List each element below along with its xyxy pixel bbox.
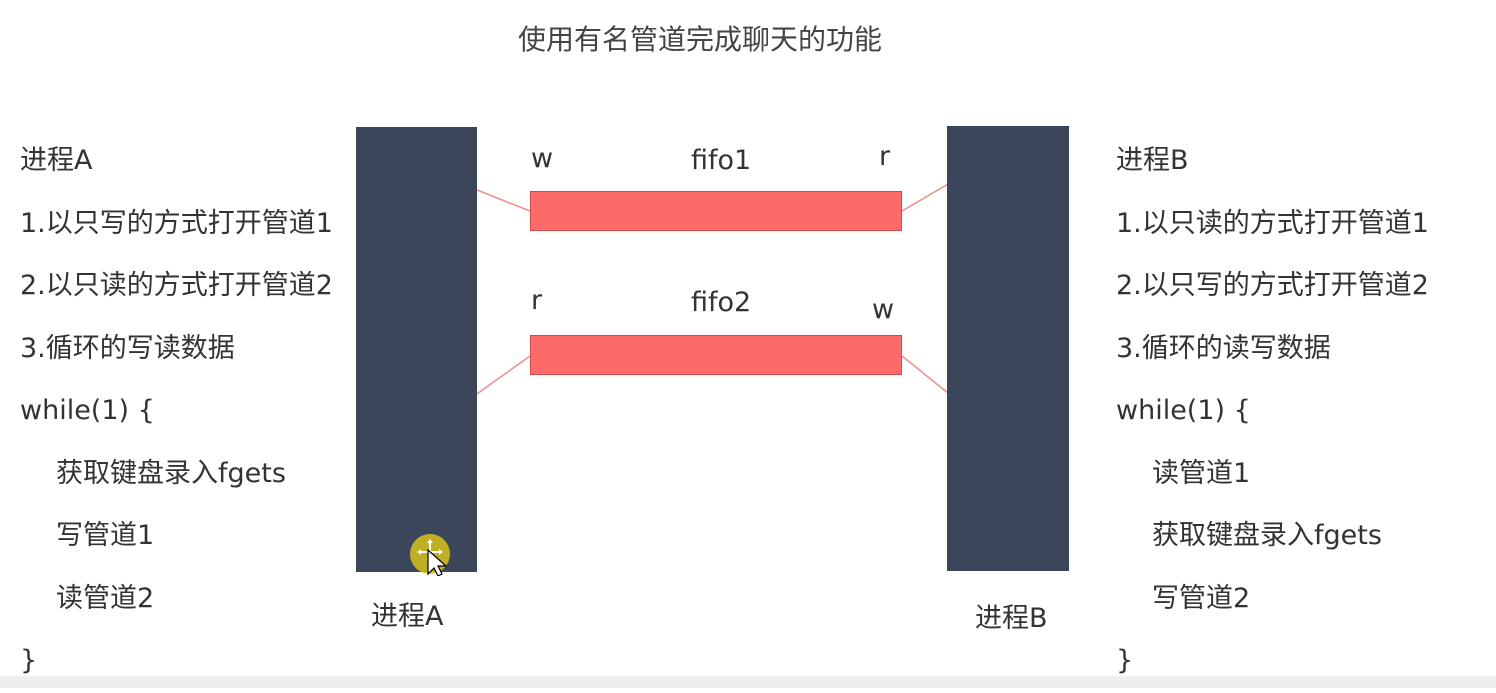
process-b-loop-step-1: 读管道1 <box>1152 457 1251 489</box>
process-b-step-3: 3.循环的读写数据 <box>1116 332 1331 364</box>
process-b-loop-step-2: 获取键盘录入fgets <box>1152 520 1382 551</box>
connector-fifo2-b <box>901 355 949 394</box>
connector-fifo1-b <box>901 179 956 212</box>
fifo2-left-end-label: r <box>531 285 543 316</box>
process-a-loop-step-2: 写管道1 <box>56 520 155 551</box>
process-b-loop-open: while(1) { <box>1116 395 1251 426</box>
process-a-step-2: 2.以只读的方式打开管道2 <box>20 270 333 301</box>
fifo2-name-label: fifo2 <box>691 287 752 318</box>
move-cursor-icon <box>410 534 450 576</box>
process-a-loop-open: while(1) { <box>20 395 155 426</box>
connector-a-fifo2 <box>473 355 531 397</box>
fifo1-left-end-label: w <box>531 143 554 174</box>
process-a-step-1: 1.以只写的方式打开管道1 <box>20 207 333 239</box>
process-a-bar-label: 进程A <box>371 601 444 632</box>
fifo2-right-end-label: w <box>872 294 895 325</box>
fifo1-pipe <box>530 191 902 231</box>
fifo1-right-end-label: r <box>879 141 891 172</box>
process-b-steps: 进程B 1.以只读的方式打开管道1 2.以只写的方式打开管道2 3.循环的读写数… <box>1116 130 1429 693</box>
process-a-steps: 进程A 1.以只写的方式打开管道1 2.以只读的方式打开管道2 3.循环的写读数… <box>20 130 333 693</box>
connector-a-fifo1 <box>476 189 531 212</box>
fifo1-name-label: fifo1 <box>691 145 752 176</box>
diagram-title: 使用有名管道完成聊天的功能 <box>517 23 882 56</box>
fifo2-pipe <box>530 335 902 375</box>
process-b-bar <box>947 126 1069 571</box>
process-b-bar-label: 进程B <box>975 603 1048 634</box>
process-b-step-1: 1.以只读的方式打开管道1 <box>1116 207 1429 239</box>
process-b-loop-step-3: 写管道2 <box>1152 582 1251 614</box>
process-a-heading: 进程A <box>20 145 93 176</box>
bottom-strip <box>0 676 1496 688</box>
process-b-loop-close: } <box>1116 645 1134 676</box>
process-a-bar <box>356 127 477 572</box>
process-a-loop-step-1: 获取键盘录入fgets <box>56 457 286 489</box>
process-a-step-3: 3.循环的写读数据 <box>20 332 235 364</box>
process-a-loop-close: } <box>20 645 38 676</box>
process-b-step-2: 2.以只写的方式打开管道2 <box>1116 270 1429 301</box>
process-a-loop-step-3: 读管道2 <box>56 582 155 614</box>
process-b-heading: 进程B <box>1116 145 1189 176</box>
